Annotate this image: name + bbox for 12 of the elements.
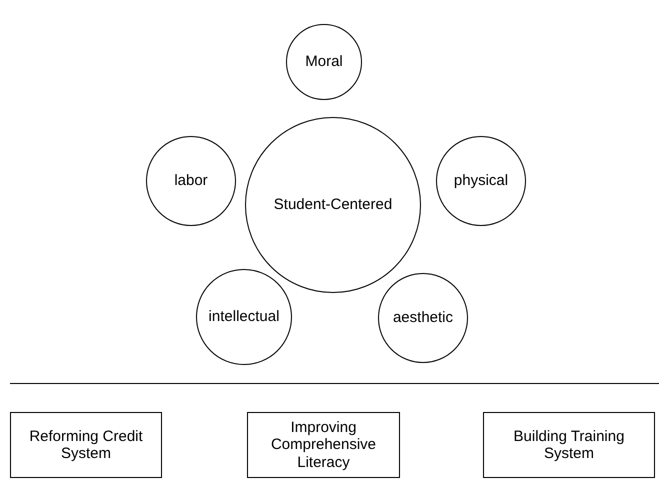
- node-label: Reforming Credit System: [28, 428, 144, 462]
- node-label: intellectual: [208, 308, 280, 326]
- node-label: aesthetic: [392, 309, 454, 327]
- node-label: Building Training System: [512, 428, 626, 462]
- process-box: [483, 412, 655, 478]
- node-label: physical: [454, 172, 508, 190]
- node-label: labor: [174, 172, 208, 190]
- node-label: Improving Comprehensive Literacy: [270, 419, 378, 471]
- process-box: [10, 412, 162, 478]
- node-label: Moral: [305, 53, 343, 71]
- node-label: Student-Centered: [274, 196, 392, 214]
- process-box: [247, 412, 400, 478]
